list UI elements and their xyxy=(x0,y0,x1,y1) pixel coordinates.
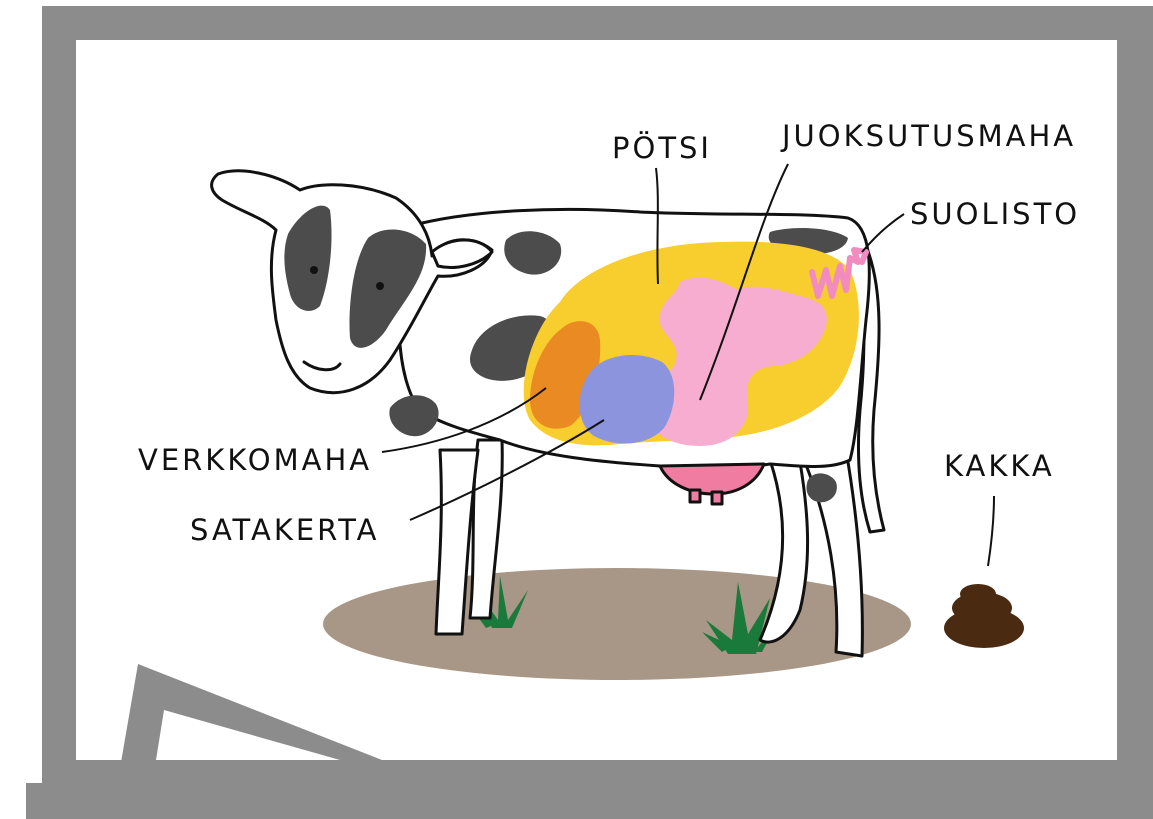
label-suolisto: SUOLISTO xyxy=(910,197,1080,231)
frame-corner-triangle xyxy=(120,664,382,768)
cow-eye-left xyxy=(310,266,318,274)
label-kakka: KAKKA xyxy=(944,449,1055,483)
cow-eye-right xyxy=(376,282,384,290)
leader-kakka xyxy=(988,496,994,566)
ground-patch xyxy=(323,568,911,680)
poop xyxy=(944,584,1024,648)
frame-floor xyxy=(26,783,1153,819)
organ-satakerta xyxy=(580,355,675,444)
label-potsi: PÖTSI xyxy=(612,131,712,165)
label-juoksutusmaha: JUOKSUTUSMAHA xyxy=(780,119,1076,153)
label-verkkomaha: VERKKOMAHA xyxy=(138,443,372,477)
label-satakerta: SATAKERTA xyxy=(190,513,380,547)
leader-suolisto xyxy=(862,214,904,252)
cow-udder xyxy=(660,464,764,504)
